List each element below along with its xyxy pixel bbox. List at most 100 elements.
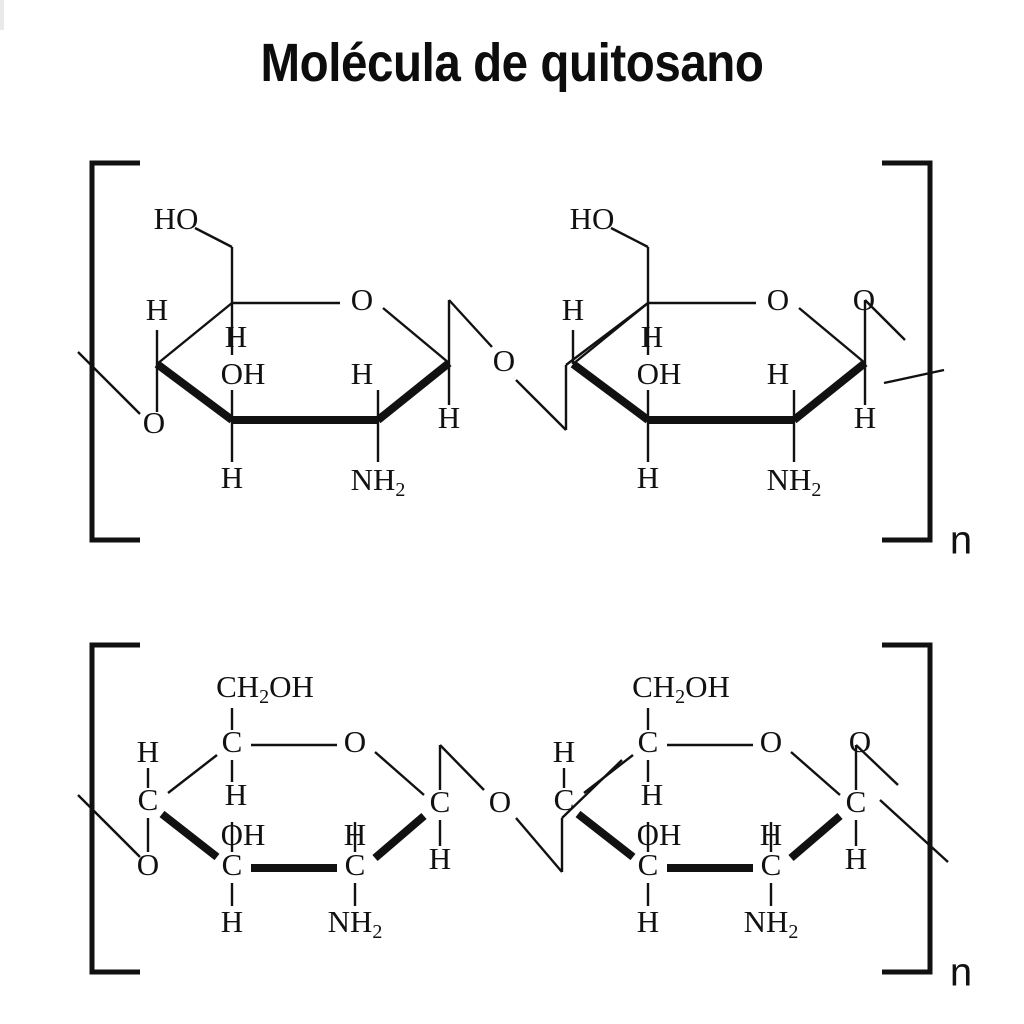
label-o-glyco-b1: O <box>489 784 511 819</box>
bond-ho-c6-1 <box>194 226 233 249</box>
label-c4-b1: C <box>138 782 159 817</box>
bond-ho-c6-2 <box>610 226 649 249</box>
label-o-left-b1: O <box>137 847 159 882</box>
label-h-c2-b2: H <box>760 817 782 852</box>
label-h-c5-b1: H <box>225 777 247 812</box>
ring-2-bottom <box>575 743 843 872</box>
label-h-c4-2: H <box>562 292 584 327</box>
bond-oring-c1-b1 <box>374 751 425 796</box>
label-h-c3-b1: H <box>221 904 243 939</box>
bracket-right-bottom <box>882 642 933 975</box>
substituents-ring-1-bottom <box>146 708 442 906</box>
ring-1-bottom <box>159 743 427 872</box>
bond-c5-c4-2 <box>572 302 649 365</box>
bond-c1-obridge-b1 <box>439 744 485 791</box>
bond-c4-c3-b1 <box>159 810 220 861</box>
label-nh2-b1: NH2 <box>328 904 383 942</box>
label-h-c5-b2: H <box>641 777 663 812</box>
label-o-term-2: O <box>853 282 875 317</box>
label-ho-left-1: HO <box>154 201 199 236</box>
bond-c2-c1-b2 <box>788 812 843 862</box>
ring-2-top <box>570 301 868 424</box>
bond-c4-c3-1 <box>154 360 235 424</box>
label-h-c1-2: H <box>854 400 876 435</box>
label-h-c2-1: H <box>351 356 373 391</box>
label-o-ring-b1: O <box>344 724 366 759</box>
label-h-c2-2: H <box>767 356 789 391</box>
bond-c5-c4-b1 <box>167 754 218 794</box>
bond-bridge-c4-b2 <box>561 759 623 819</box>
bond-c5-c4-1 <box>156 302 233 365</box>
ring-1-top <box>154 301 452 424</box>
repeat-subscript-bottom: n <box>950 951 972 995</box>
bond-oring-c1-b2 <box>790 751 841 796</box>
label-nh2-1: NH2 <box>351 462 406 500</box>
label-oh-c3-2: OH <box>637 356 682 391</box>
bond-oring-c1-1 <box>382 307 450 364</box>
label-nh2-b2: NH2 <box>744 904 799 942</box>
bond-oterm-open-b2 <box>879 799 949 863</box>
label-c1-b1: C <box>430 784 451 819</box>
label-oh-b2: OH <box>637 817 682 852</box>
label-h-c4u-b1: H <box>137 734 159 769</box>
glycosidic-bridge-bottom <box>438 744 623 873</box>
label-o-ring-b2: O <box>760 724 782 759</box>
label-nh2-2: NH2 <box>767 462 822 500</box>
bond-obridge-down-1 <box>515 379 567 431</box>
label-o-ring-left-1: O <box>143 405 165 440</box>
substituents-ring-1-top <box>155 226 451 462</box>
label-ho-left-2: HO <box>570 201 615 236</box>
label-h-c1-b1: H <box>429 841 451 876</box>
bond-c1-oterm-2 <box>864 299 906 341</box>
label-o-glyco-1: O <box>493 343 515 378</box>
open-bond-left-top <box>77 351 141 415</box>
bond-c1-obridge-1 <box>448 299 493 348</box>
label-h-c2-b1: H <box>344 817 366 852</box>
repeat-subscript-top: n <box>950 519 972 563</box>
bond-c2-c1-2 <box>791 359 868 424</box>
bracket-left-top <box>89 160 140 543</box>
page-title: Molécula de quitosano <box>260 33 764 93</box>
bond-c5-c4-b2 <box>583 754 634 794</box>
label-h-c1-1: H <box>438 400 460 435</box>
terminal-bond-right-bottom <box>854 744 949 863</box>
bond-oterm-open-2 <box>883 368 945 385</box>
substituents-ring-2-bottom <box>562 708 858 906</box>
label-ch2oh-b2: CH2OH <box>632 669 730 707</box>
label-h-c4u-b2: H <box>553 734 575 769</box>
label-o-ring-1: O <box>351 282 373 317</box>
label-c2-b2: C <box>761 847 782 882</box>
label-h-c5-1: H <box>225 319 247 354</box>
label-h-c3-b2: H <box>637 904 659 939</box>
bracket-left-bottom <box>89 642 140 975</box>
label-oh-b1: OH <box>221 817 266 852</box>
label-h-c4-1: H <box>146 292 168 327</box>
bond-c4-c3-b2 <box>575 810 636 861</box>
label-ch2oh-b1: CH2OH <box>216 669 314 707</box>
label-h-c1-b2: H <box>845 841 867 876</box>
terminal-bond-right-top <box>863 299 945 385</box>
label-o-ring-2: O <box>767 282 789 317</box>
label-c4-b2: C <box>554 782 575 817</box>
label-c5-b2: C <box>638 724 659 759</box>
label-h-c3-2: H <box>637 460 659 495</box>
bracket-right-top <box>882 160 933 543</box>
label-c1-b2: C <box>846 784 867 819</box>
open-bond-left-bottom <box>77 794 141 858</box>
bond-c4-c3-2 <box>570 360 651 424</box>
label-h-c3-1: H <box>221 460 243 495</box>
bond-c2-c1-1 <box>375 359 452 424</box>
label-c5-b1: C <box>222 724 243 759</box>
label-c2-b1: C <box>345 847 366 882</box>
label-oh-c3-1: OH <box>221 356 266 391</box>
label-c3-b2: C <box>638 847 659 882</box>
bond-c2-c1-b1 <box>372 812 427 862</box>
bond-obridge-down-b1 <box>515 817 563 873</box>
substituents-ring-2-top <box>571 226 867 462</box>
label-c3-b1: C <box>222 847 243 882</box>
label-o-term-b2: O <box>849 724 871 759</box>
bond-c1-oterm-b2 <box>855 744 899 786</box>
bond-oring-c1-2 <box>798 307 866 364</box>
